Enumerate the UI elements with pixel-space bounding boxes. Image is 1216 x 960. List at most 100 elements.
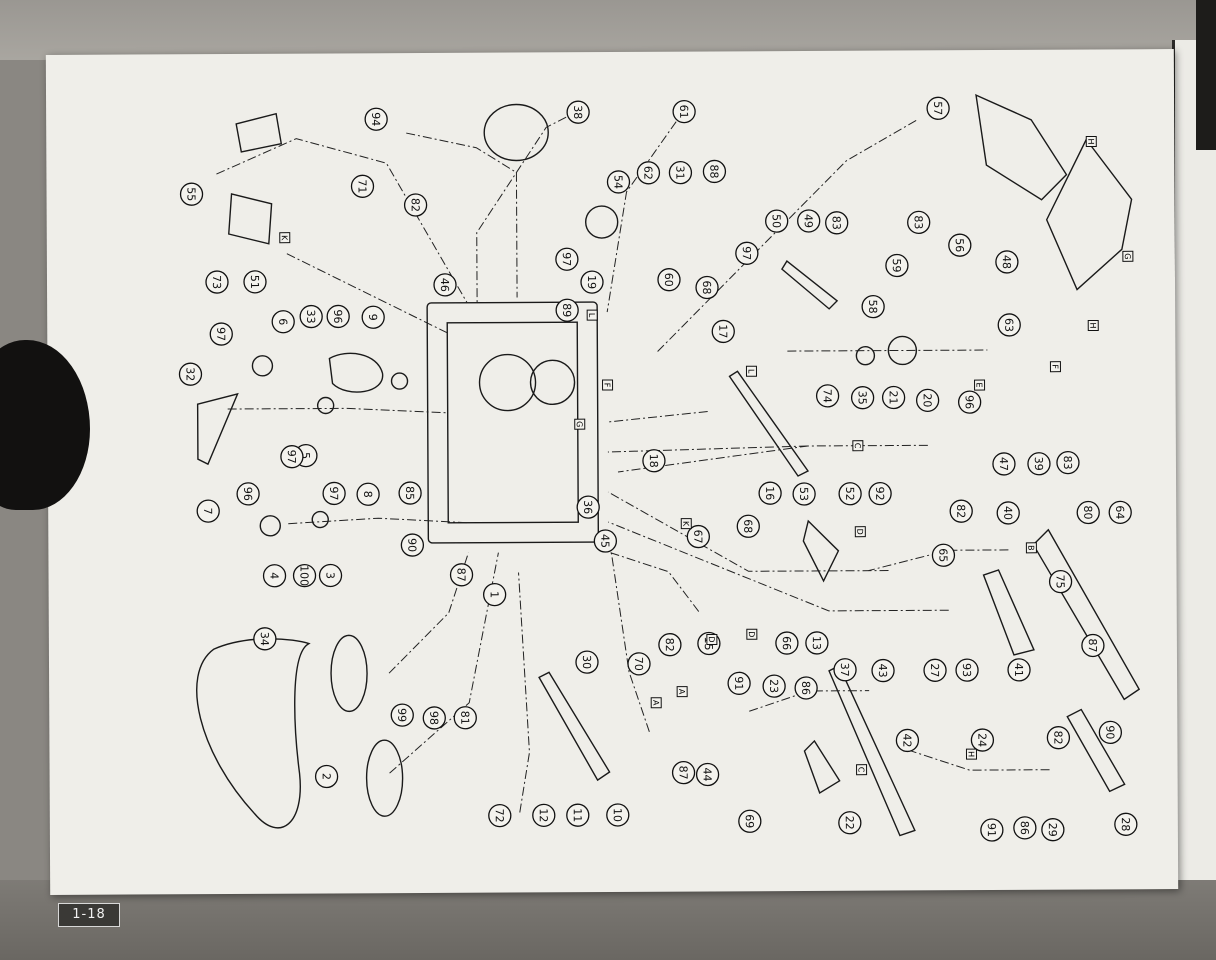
leader-line — [607, 445, 808, 453]
callout-circle — [532, 803, 556, 828]
callout-circle — [1076, 500, 1100, 525]
callout-97: 97 — [209, 322, 233, 346]
callout-number: 75 — [1054, 575, 1067, 589]
callout-number: 21 — [887, 390, 900, 404]
callout-circle — [280, 445, 304, 469]
callout-circle — [775, 631, 799, 655]
callout-44: 44 — [695, 762, 720, 787]
callout-18: 18 — [642, 449, 666, 473]
callout-circle — [606, 803, 630, 827]
ref-letter-text: K — [681, 521, 690, 527]
callout-circle — [833, 658, 857, 682]
callout-number: 46 — [438, 278, 451, 292]
callout-circle — [727, 671, 751, 695]
ref-letter-box — [586, 309, 598, 321]
callout-40: 40 — [996, 501, 1020, 525]
lever-53 — [728, 370, 810, 477]
ref-letter-text: K — [280, 235, 289, 241]
callout-number: 72 — [493, 809, 506, 823]
ref-letter-A: A — [650, 697, 662, 709]
callout-circle — [695, 762, 720, 787]
callout-number: 62 — [641, 166, 654, 180]
callout-number: 61 — [677, 105, 690, 119]
callout-circle — [364, 107, 388, 131]
motor-body — [483, 103, 549, 162]
callout-number: 32 — [183, 367, 196, 381]
callout-number: 48 — [1000, 255, 1013, 269]
ref-letter-K: K — [680, 518, 692, 530]
callout-13: 13 — [805, 631, 829, 655]
callout-circle — [236, 482, 260, 506]
callout-number: 98 — [427, 711, 440, 725]
ref-letter-text: D — [747, 631, 756, 637]
callout-23: 23 — [762, 674, 786, 698]
ref-letter-text: A — [651, 700, 660, 706]
callout-number: 73 — [210, 275, 223, 289]
ref-letter-K: K — [279, 232, 291, 244]
callout-number: 93 — [960, 663, 973, 677]
callout-number: 3 — [324, 572, 337, 579]
ref-letter-box — [676, 686, 688, 698]
ref-letter-box — [602, 379, 614, 391]
callout-number: 37 — [838, 663, 851, 677]
callout-97: 97 — [735, 241, 759, 265]
callout-circle — [1027, 452, 1051, 476]
callout-circle — [555, 298, 579, 322]
facing-page-shadow — [1196, 0, 1216, 150]
belt-33 — [328, 352, 384, 393]
callout-97: 97 — [322, 481, 346, 506]
ref-letter-box — [574, 418, 586, 430]
callout-circle — [314, 764, 339, 789]
leader-line — [216, 138, 468, 304]
callout-number: 67 — [691, 530, 704, 544]
leader-line — [288, 517, 469, 525]
callout-number: 70 — [632, 657, 645, 671]
callout-6: 6 — [271, 310, 295, 334]
callout-number: 90 — [405, 538, 418, 552]
callout-circle — [555, 247, 579, 271]
callout-circle — [758, 481, 782, 505]
chassis-inner-frame — [446, 321, 579, 524]
callout-circle — [825, 211, 849, 235]
callout-number: 19 — [585, 275, 598, 289]
callout-83: 83 — [825, 211, 849, 235]
callout-62: 62 — [636, 161, 661, 185]
leader-line — [476, 116, 567, 303]
ref-letter-text: H — [966, 751, 975, 757]
callout-number: 82 — [409, 198, 422, 212]
callout-number: 38 — [571, 105, 584, 119]
bracket-55 — [235, 112, 283, 153]
callout-number: 74 — [821, 389, 834, 403]
callout-66: 66 — [775, 631, 799, 655]
callout-circle — [738, 809, 762, 833]
callout-circle — [580, 270, 604, 294]
callout-88: 88 — [702, 159, 727, 184]
ref-letter-C: C — [856, 764, 868, 776]
callout-number: 35 — [856, 391, 869, 405]
callout-circle — [453, 706, 477, 730]
callout-number: 55 — [185, 187, 198, 201]
slider-41 — [982, 569, 1035, 656]
callout-number: 86 — [799, 681, 812, 695]
callout-97: 97 — [555, 247, 579, 271]
callout-number: 4 — [268, 572, 281, 579]
callout-82: 82 — [949, 499, 973, 523]
callout-89: 89 — [555, 298, 579, 322]
callout-number: 85 — [403, 486, 416, 500]
leader-line — [286, 253, 448, 334]
callout-circle — [1046, 726, 1071, 750]
callout-20: 20 — [915, 388, 940, 412]
callout-circle — [671, 760, 696, 785]
callout-number: 86 — [1018, 821, 1031, 835]
callout-97: 97 — [280, 445, 304, 469]
part-callouts: 1234567891011121315161718192021222324272… — [178, 96, 1138, 842]
callout-number: 96 — [331, 309, 344, 323]
callout-circle — [292, 563, 317, 588]
leader-line — [657, 119, 917, 353]
bracket-51 — [228, 193, 273, 245]
callout-number: 8 — [361, 491, 374, 498]
callout-circle — [657, 268, 681, 292]
ref-letter-H: H — [1087, 319, 1099, 332]
callout-38: 38 — [566, 100, 590, 124]
